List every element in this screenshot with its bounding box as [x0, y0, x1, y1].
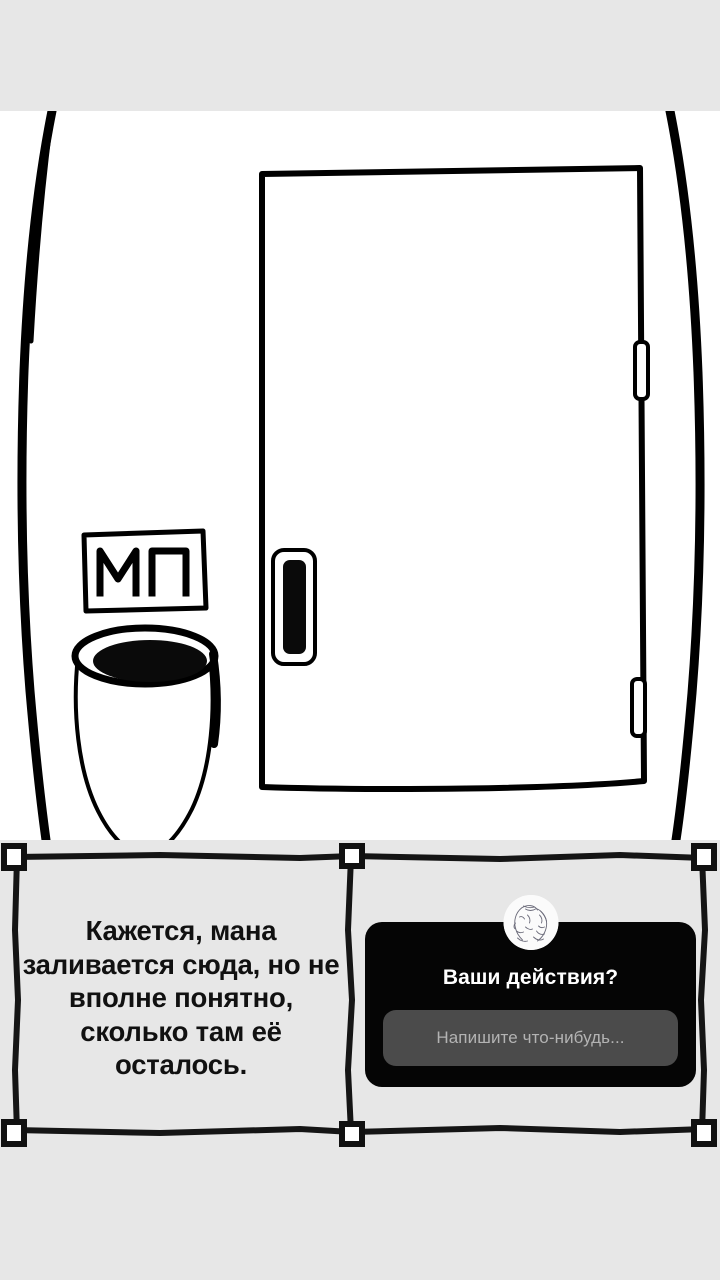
restroom-sign-icon [81, 528, 209, 614]
door-handle-icon [271, 548, 317, 666]
curved-wall-right-icon [665, 111, 705, 840]
question-sticker[interactable]: Ваши действия? Напишите что-нибудь... [365, 895, 696, 1087]
door-icon [259, 165, 650, 792]
sticker-answer-input[interactable]: Напишите что-нибудь... [383, 1010, 678, 1066]
urinal-icon [71, 624, 221, 840]
door-hinge-bottom-icon [630, 677, 647, 738]
caption-text: Кажется, мана заливается сюда, но не впо… [22, 915, 340, 1081]
curved-wall-left-tail-icon [28, 111, 55, 344]
sticker-question-text: Ваши действия? [442, 966, 619, 989]
sticker-answer-placeholder: Напишите что-нибудь... [436, 1028, 625, 1047]
curved-wall-left-icon [17, 111, 57, 840]
profile-sketch-avatar-icon[interactable] [503, 895, 558, 950]
caption-cell: Кажется, мана заливается сюда, но не впо… [14, 858, 348, 1138]
top-gray-band [0, 0, 720, 111]
comic-illustration-panel [0, 111, 720, 840]
door-hinge-top-icon [633, 340, 650, 401]
restroom-line-art [0, 111, 720, 840]
bottom-content-panel: Кажется, мана заливается сюда, но не впо… [0, 840, 720, 1280]
question-sticker-cell: Ваши действия? Напишите что-нибудь... [352, 858, 702, 1138]
